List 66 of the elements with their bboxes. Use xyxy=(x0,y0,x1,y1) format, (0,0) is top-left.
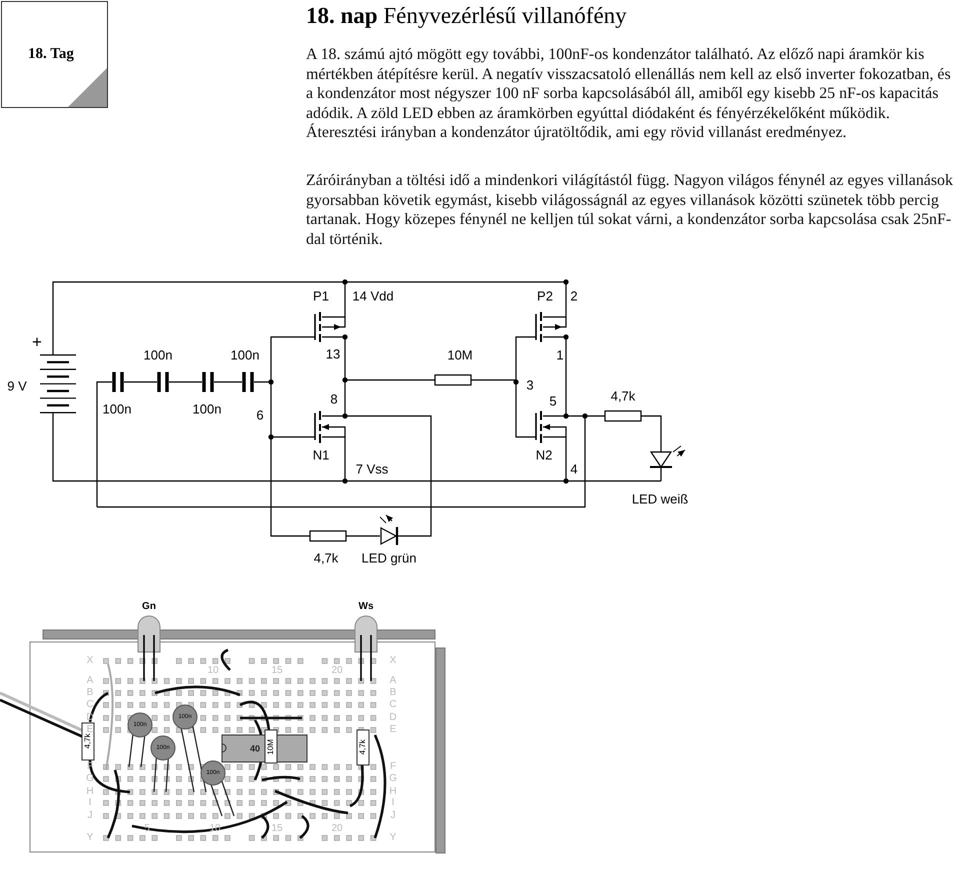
column-number: 5 xyxy=(144,824,150,834)
body-paragraph: Záróirányban a töltési idő a mindenkori világítástól függ. Nagyon világos fénynél az egyes villanások gyorsabban követik egymást, kisebb világosságnál az egyes villanások közötti szünetek több percig tartanak. Hogy közepes fénynél ne kelljen túl sokat várni, a kondenzátor sorba kapcsolása csak 25nF-dal történik. xyxy=(306,171,954,249)
row-letter: C xyxy=(389,700,397,710)
pin-number: 5 xyxy=(549,394,557,408)
component-label: 4,7k xyxy=(610,390,636,402)
row-letter: H xyxy=(389,787,397,797)
column-number: 10 xyxy=(209,824,221,834)
transistor-label: N2 xyxy=(536,448,552,462)
row-letter: F xyxy=(86,762,94,772)
row-letter: Y xyxy=(390,833,396,843)
column-number: 15 xyxy=(271,666,283,676)
row-letter: G xyxy=(86,774,94,784)
row-letter: I xyxy=(88,798,92,808)
transistor-label: P2 xyxy=(537,290,553,302)
row-letter: A xyxy=(390,676,396,686)
pin-number: 3 xyxy=(526,378,534,392)
led-label: Ws xyxy=(358,602,374,612)
page-title: 18. nap Fényvezérlésű villanófény xyxy=(306,4,627,27)
pin-number: 6 xyxy=(256,408,264,422)
pin-number: 8 xyxy=(330,392,338,406)
transistor-label: P1 xyxy=(313,290,329,302)
column-number: 15 xyxy=(271,824,283,834)
row-letter: I xyxy=(392,798,394,808)
component-marking: 4,7k xyxy=(359,739,367,755)
row-letter: E xyxy=(390,725,396,735)
row-letter: Y xyxy=(86,833,94,843)
pin-number: 1 xyxy=(556,348,564,362)
row-letter: A xyxy=(86,676,94,686)
pin-label: 14 Vdd xyxy=(352,290,394,302)
column-number: 20 xyxy=(331,666,343,676)
tag-text: 18. Tag xyxy=(28,47,74,62)
row-letter: G xyxy=(389,774,397,784)
row-letter: B xyxy=(390,688,396,698)
component-label: LED grün xyxy=(362,552,416,564)
row-letter: E xyxy=(86,725,94,735)
component-label: 100n xyxy=(102,402,132,416)
component-label: 4,7k xyxy=(314,552,338,564)
row-letter: C xyxy=(86,700,94,710)
polarity-sign: + xyxy=(32,334,42,350)
row-letter: J xyxy=(390,811,396,821)
pin-label: 7 Vss xyxy=(356,462,388,476)
row-letter: D xyxy=(389,713,397,723)
column-number: 20 xyxy=(331,824,343,834)
transistor-label: N1 xyxy=(312,448,330,462)
pin-number: 13 xyxy=(326,348,340,360)
pin-number: 2 xyxy=(570,290,578,302)
component-marking: 4,7k xyxy=(84,733,92,749)
voltage-label: 9 V xyxy=(7,380,27,392)
row-letter: J xyxy=(88,811,92,821)
chip-marking: 40 xyxy=(250,744,260,754)
led-label: Gn xyxy=(142,602,156,612)
component-label: LED weiß xyxy=(632,492,688,506)
component-label: 10M xyxy=(447,348,473,362)
component-label: 100n xyxy=(192,402,222,416)
tag-box xyxy=(1,1,108,108)
row-letter: B xyxy=(86,688,94,698)
component-marking: 10M xyxy=(267,739,275,755)
pin-number: 4 xyxy=(570,462,578,476)
row-letter: X xyxy=(86,656,94,666)
component-label: 100n xyxy=(230,348,260,362)
body-paragraph: A 18. számú ajtó mögött egy további, 100nF-os kondenzátor található. Az előző napi áramkör kis mértékben átépítésre kerül. A negatív visszacsatoló ellenállás nem kell az első inverter fokozatban, és a kondenzátor most négyszer 100 nF sorba kapcsolásából áll, amiből egy kisebb 25 nF-os kapacitás adódik. A zöld LED ebben az áramkörben egyúttal diódaként és fényérzékelőként működik. Áteresztési irányban a kondenzátor újratöltődik, ami egy rövid villanást eredményez. xyxy=(306,45,952,142)
component-label: 100n xyxy=(144,348,172,362)
row-letter: F xyxy=(390,762,396,772)
row-letter: X xyxy=(390,656,396,666)
column-number: 10 xyxy=(207,666,219,676)
row-letter: H xyxy=(86,787,94,797)
